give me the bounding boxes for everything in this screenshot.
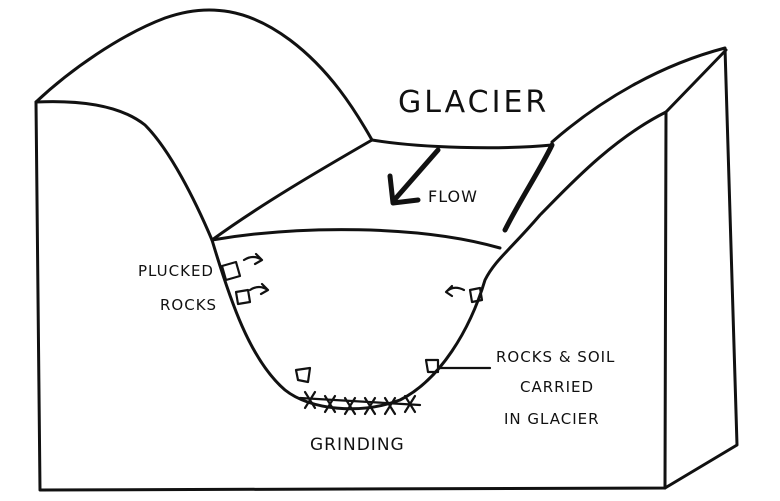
glacier-surface (370, 138, 554, 150)
glacier-front-edge (210, 228, 502, 250)
valley-front-outline (34, 100, 668, 492)
rocks-soil-label: ROCKS & SOIL (496, 348, 615, 366)
flow-label: FLOW (428, 187, 478, 206)
plucked-label: PLUCKED (138, 262, 214, 280)
carried-rock-right-icon (424, 358, 440, 374)
right-hill-top (550, 46, 739, 490)
carried-rock-left-icon (294, 366, 312, 384)
carried-label: CARRIED (520, 378, 594, 396)
rocks-label: ROCKS (160, 296, 217, 314)
left-hill-top (34, 8, 374, 142)
plucked-rocks-icon (220, 252, 270, 306)
in-glacier-label: IN GLACIER (504, 410, 600, 428)
flow-arrow-icon (387, 147, 441, 206)
grinding-marks-icon (298, 390, 422, 416)
right-valley-slope (502, 142, 555, 233)
glacier-label: GLACIER (398, 85, 549, 120)
grinding-label: GRINDING (310, 435, 405, 455)
right-wall-rock-icon (444, 284, 484, 304)
right-hill-front-edge (664, 48, 728, 114)
glacier-left-edge (210, 138, 374, 242)
